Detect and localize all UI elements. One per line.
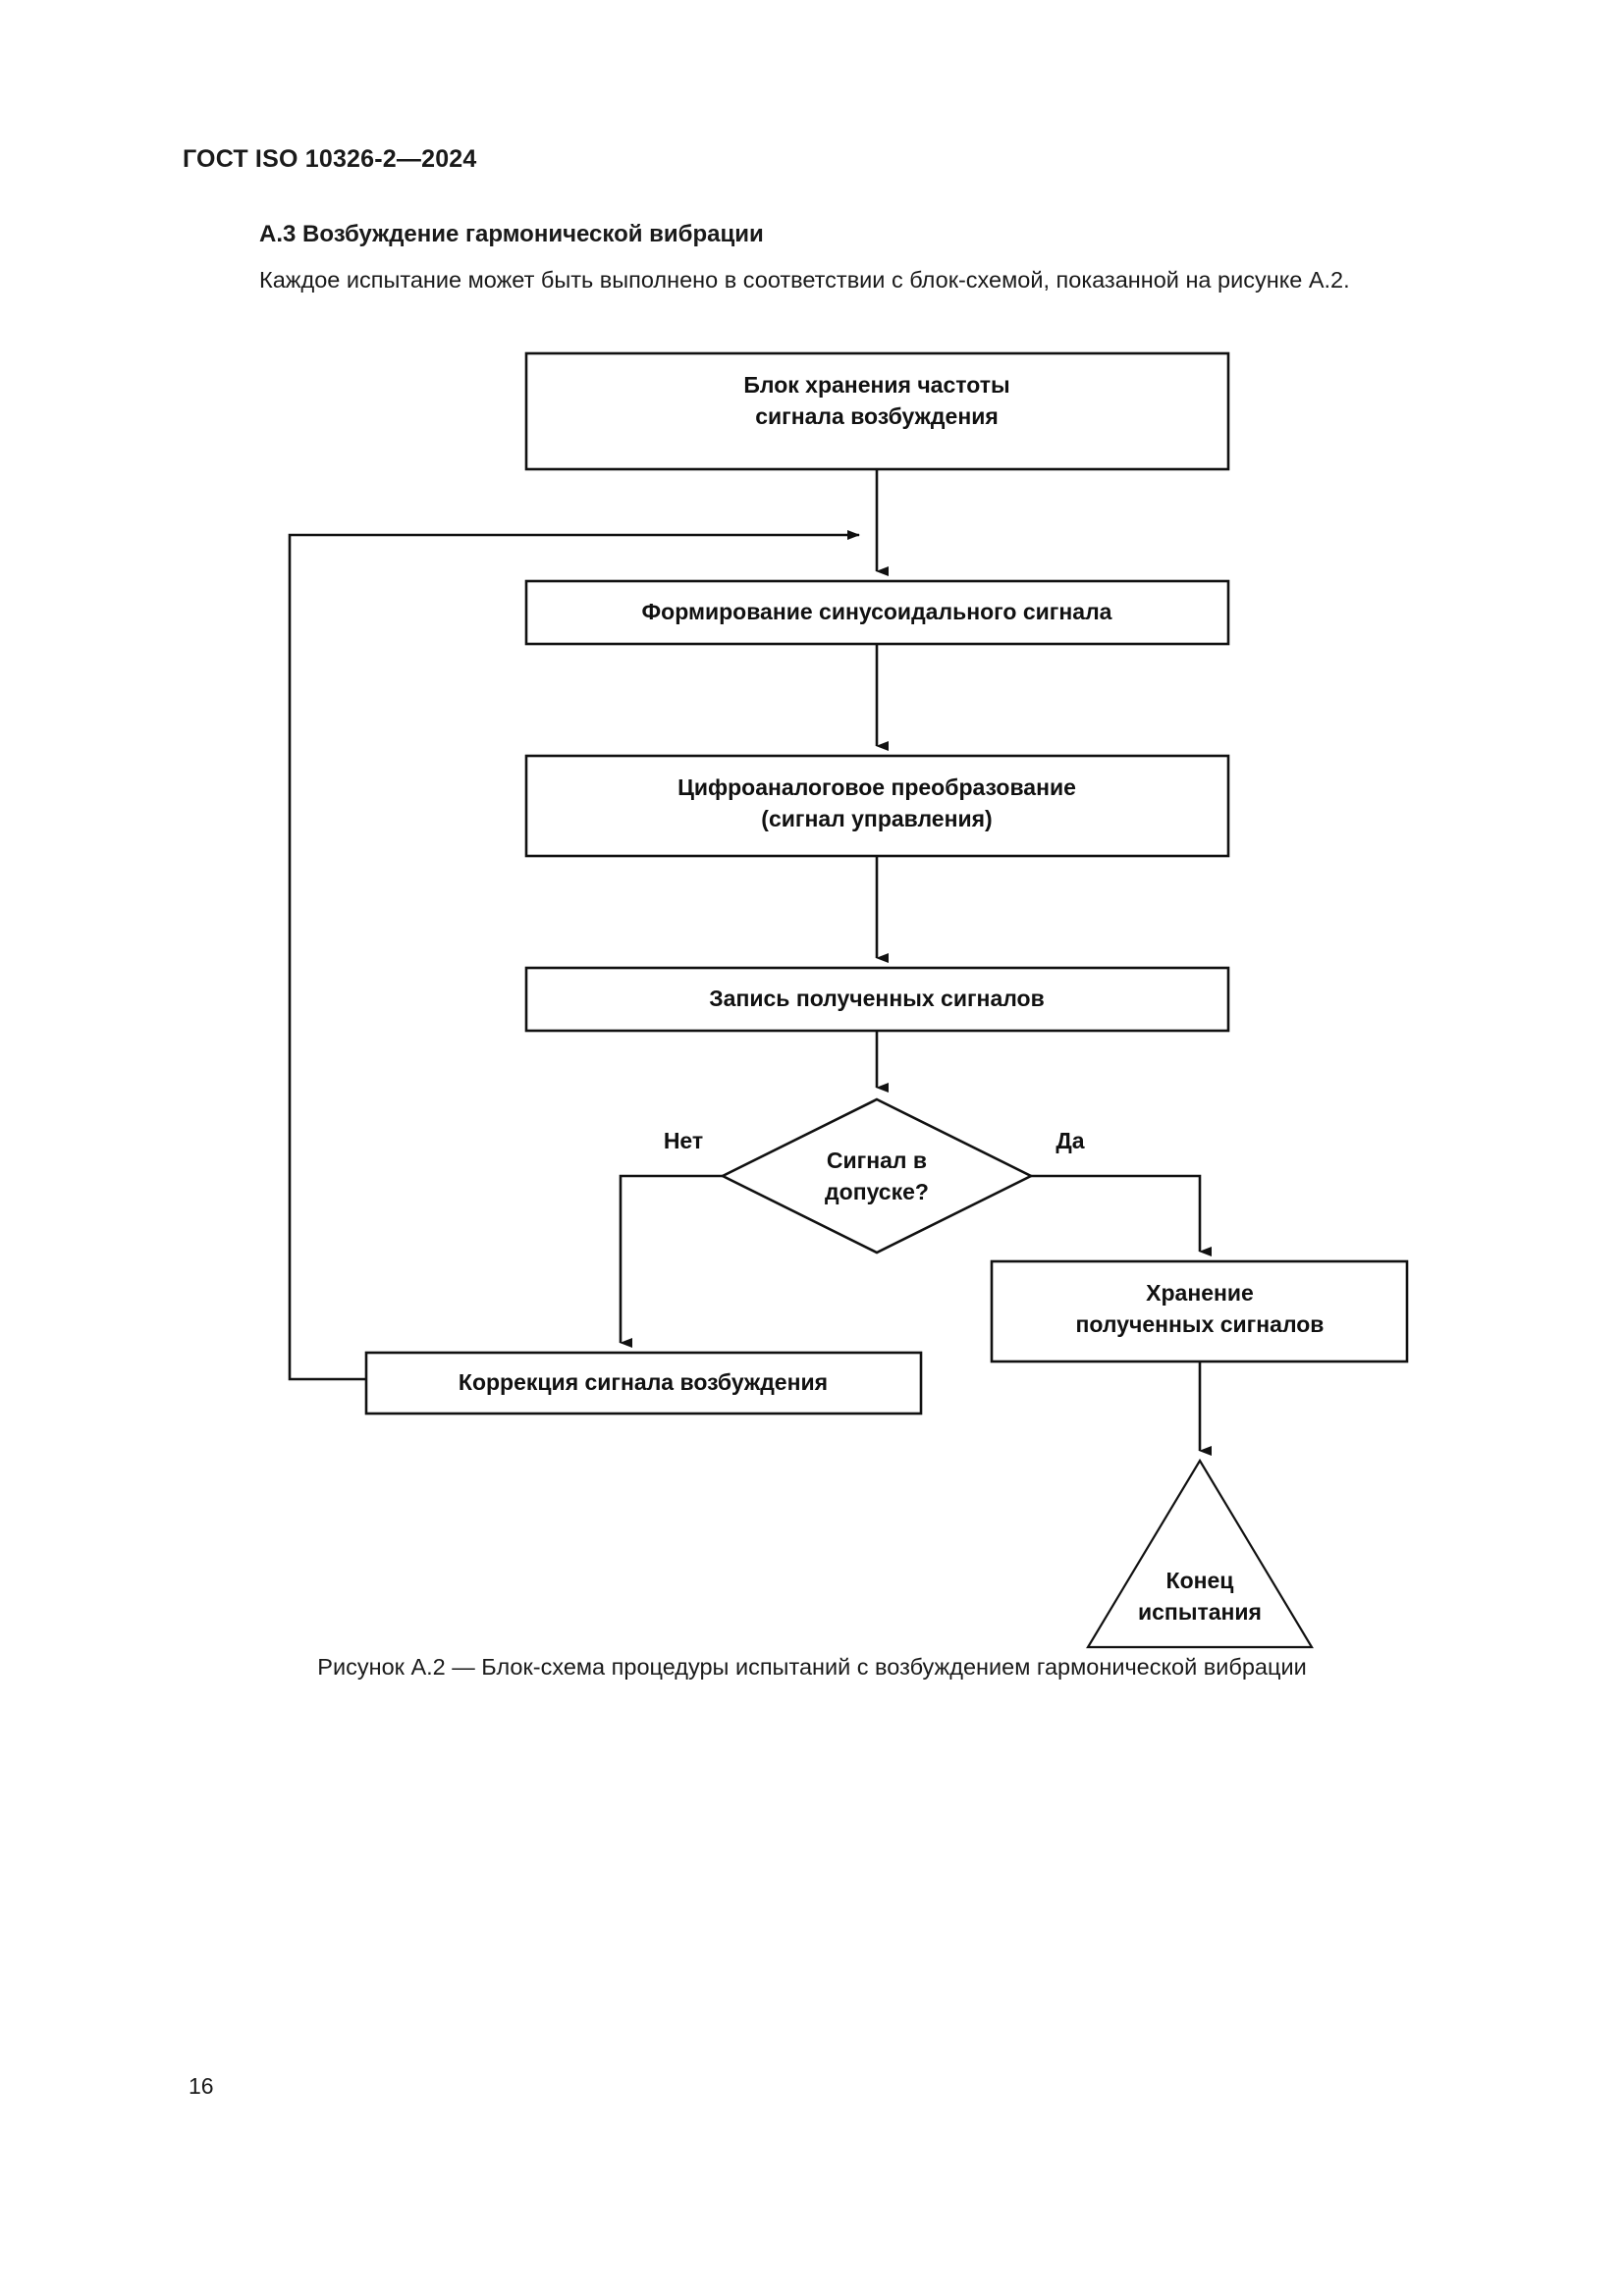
node-store-frequency bbox=[524, 351, 1230, 471]
node-dac-line1: Цифроаналоговое преобразование bbox=[677, 774, 1076, 800]
connector-yes-branch bbox=[1031, 1174, 1212, 1256]
node-store-signals-line1: Хранение bbox=[1146, 1280, 1254, 1306]
node-decision-tolerance bbox=[720, 1097, 1034, 1255]
node-generate-sine bbox=[524, 579, 1230, 646]
branch-label-yes: Да bbox=[1056, 1128, 1084, 1153]
node-end-test-line1: Конец bbox=[1166, 1568, 1234, 1593]
running-head: ГОСТ ISO 10326-2—2024 bbox=[183, 145, 477, 173]
flowchart-svg: Блок хранения частоты сигнала возбуждени… bbox=[288, 351, 1409, 1649]
node-dac bbox=[524, 754, 1230, 858]
figure-a2: Блок хранения частоты сигнала возбуждени… bbox=[0, 324, 1624, 1649]
node-store-frequency-line1: Блок хранения частоты bbox=[743, 372, 1009, 398]
node-generate-sine-line1: Формирование синусоидального сигнала bbox=[642, 599, 1112, 624]
section-heading: А.3 Возбуждение гармонической вибрации bbox=[259, 221, 764, 247]
connector-feedback-loop bbox=[288, 530, 860, 1381]
node-end-test bbox=[1086, 1458, 1314, 1649]
branch-label-no: Нет bbox=[664, 1128, 703, 1153]
node-store-frequency-line2: сигнала возбуждения bbox=[755, 403, 999, 429]
page-number: 16 bbox=[189, 2073, 214, 2099]
node-decision-line1: Сигнал в bbox=[827, 1148, 927, 1173]
node-correct-signal-line1: Коррекция сигнала возбуждения bbox=[459, 1369, 828, 1395]
node-dac-line2: (сигнал управления) bbox=[761, 806, 992, 831]
node-correct-signal bbox=[364, 1351, 923, 1415]
node-record-signals-line1: Запись полученных сигналов bbox=[709, 986, 1044, 1011]
node-store-signals bbox=[990, 1259, 1409, 1363]
node-end-test-line2: испытания bbox=[1138, 1599, 1262, 1625]
section-paragraph: Каждое испытание может быть выполнено в … bbox=[259, 267, 1350, 293]
node-store-signals-line2: полученных сигналов bbox=[1076, 1311, 1325, 1337]
figure-caption: Рисунок А.2 — Блок-схема процедуры испыт… bbox=[317, 1654, 1307, 1680]
node-decision-line2: допуске? bbox=[825, 1179, 929, 1204]
connector-no-branch bbox=[619, 1174, 723, 1348]
